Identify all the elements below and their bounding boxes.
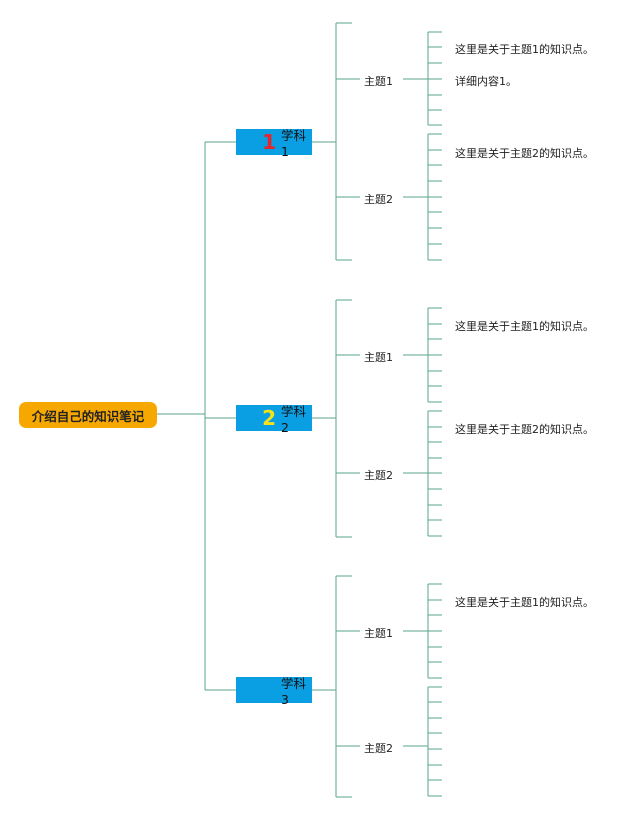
badge-1-icon: 1 <box>262 130 276 154</box>
topic-node[interactable]: 主题2 <box>364 469 393 482</box>
leaf-note[interactable]: 详细内容1。 <box>455 75 517 88</box>
subject-node-2[interactable]: 2 学科2 <box>236 404 312 435</box>
topic-node[interactable]: 主题1 <box>364 351 393 364</box>
topic-node[interactable]: 主题2 <box>364 193 393 206</box>
subject-node-1[interactable]: 1 学科1 <box>236 128 312 159</box>
topic-node[interactable]: 主题1 <box>364 627 393 640</box>
topic-node[interactable]: 主题2 <box>364 742 393 755</box>
subject-label: 学科3 <box>281 676 307 707</box>
leaf-note[interactable]: 这里是关于主题2的知识点。 <box>455 423 594 436</box>
leaf-note[interactable]: 这里是关于主题1的知识点。 <box>455 596 594 609</box>
subject-node-3[interactable]: 学科3 <box>236 676 312 707</box>
subject-label: 学科2 <box>281 404 307 435</box>
topic-node[interactable]: 主题1 <box>364 75 393 88</box>
badge-2-icon: 2 <box>262 406 276 430</box>
leaf-note[interactable]: 这里是关于主题1的知识点。 <box>455 43 594 56</box>
leaf-note[interactable]: 这里是关于主题1的知识点。 <box>455 320 594 333</box>
root-node[interactable]: 介绍自己的知识笔记 <box>19 402 157 428</box>
leaf-note[interactable]: 这里是关于主题2的知识点。 <box>455 147 594 160</box>
subject-label: 学科1 <box>281 128 307 159</box>
root-label: 介绍自己的知识笔记 <box>31 408 145 424</box>
